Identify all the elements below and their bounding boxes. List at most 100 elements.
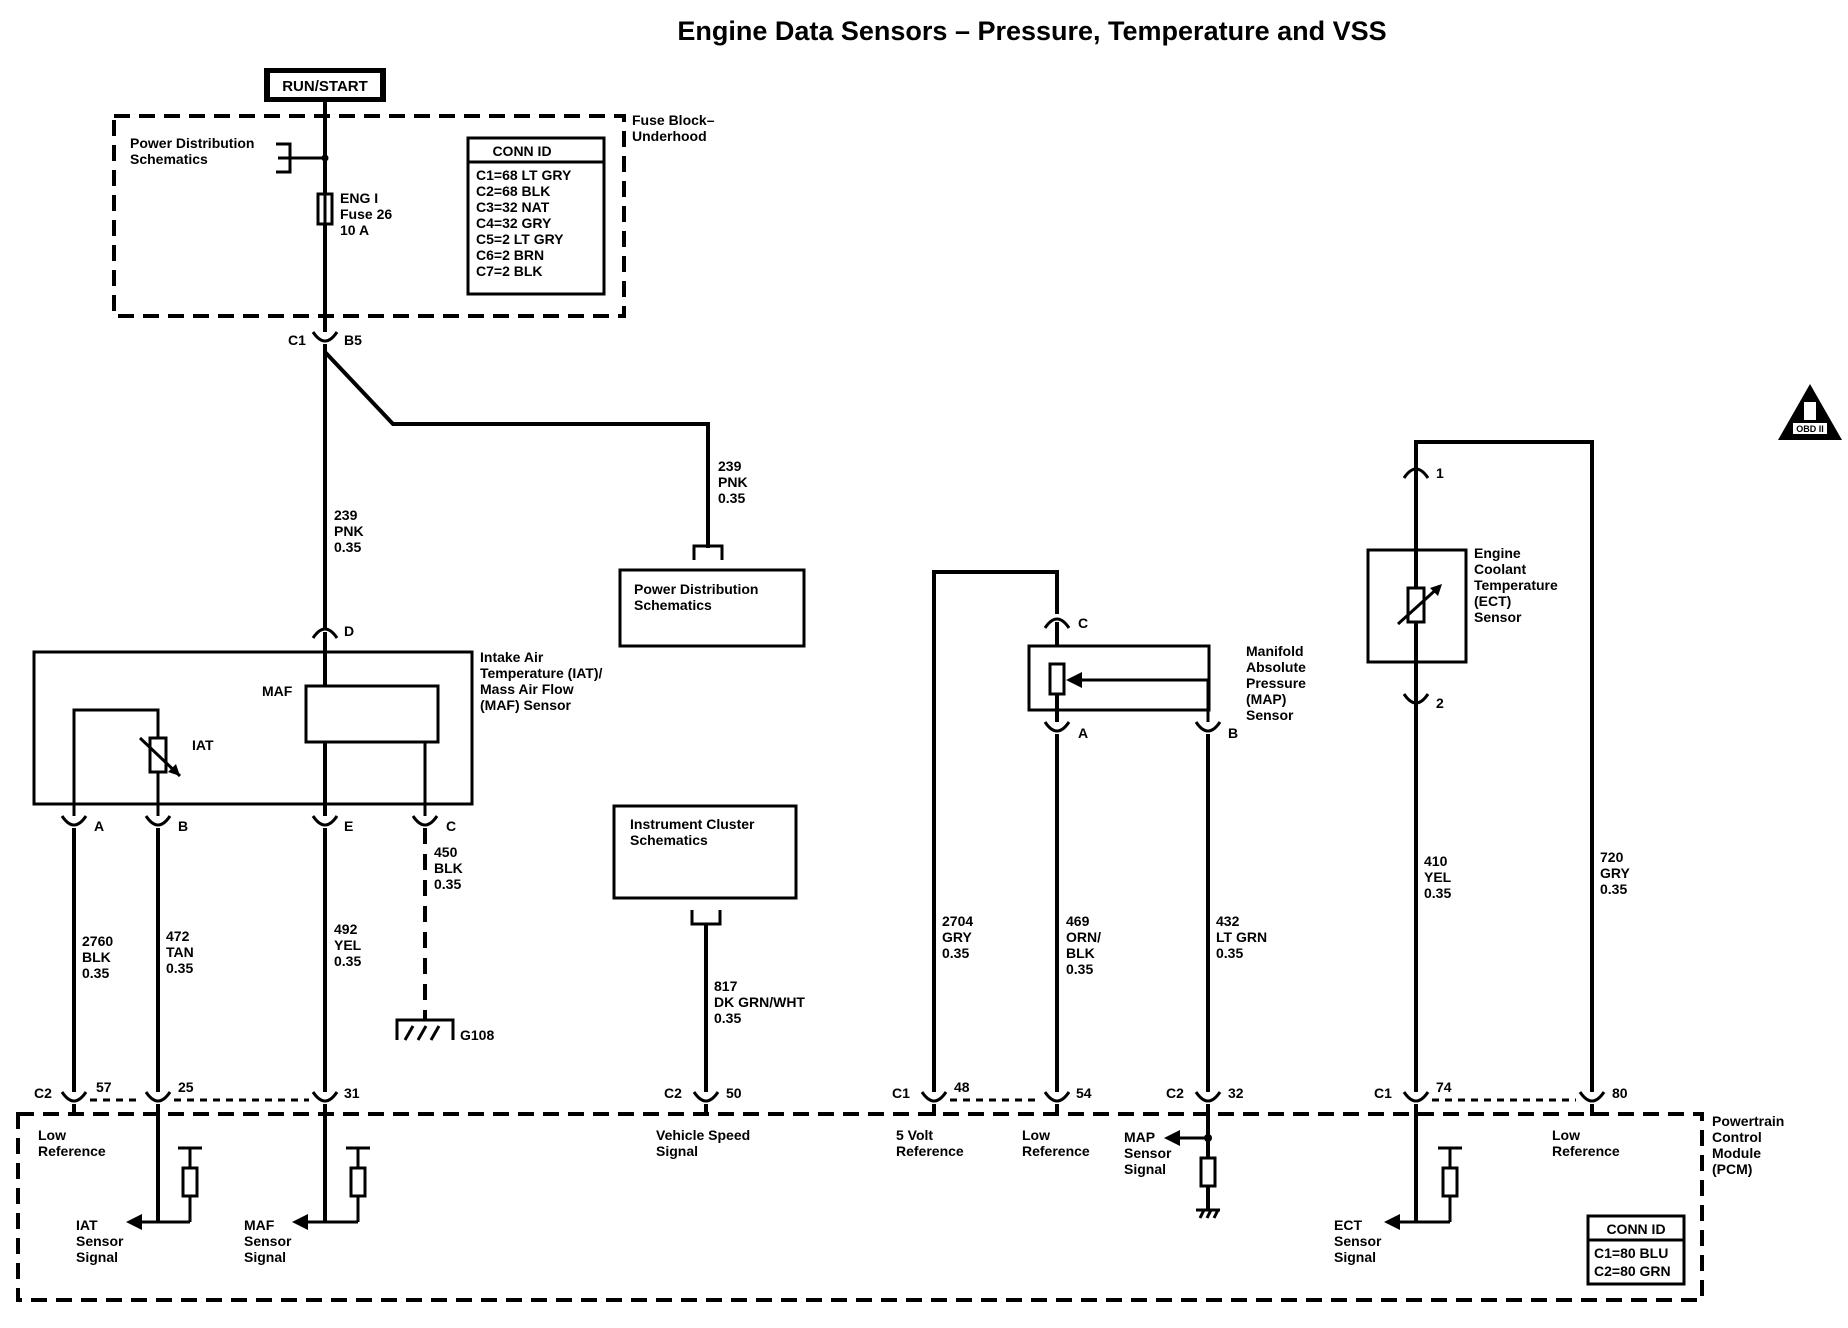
wire-817-label: 817 DK GRN/WHT 0.35 — [714, 978, 805, 1026]
svg-text:5 Volt: 5 Volt — [896, 1127, 933, 1143]
power-distribution-box: Power Distribution Schematics — [618, 568, 806, 648]
svg-text:B: B — [1228, 725, 1238, 741]
svg-text:0.35: 0.35 — [1216, 945, 1243, 961]
svg-text:PNK: PNK — [718, 474, 748, 490]
svg-text:2: 2 — [1436, 695, 1444, 711]
svg-text:BLK: BLK — [1066, 945, 1095, 961]
svg-text:80: 80 — [1612, 1085, 1628, 1101]
iat-maf-bottom-connectors: A B E C — [60, 815, 456, 834]
svg-text:Low: Low — [38, 1127, 66, 1143]
svg-text:Manifold: Manifold — [1246, 643, 1304, 659]
svg-text:E: E — [344, 818, 353, 834]
svg-text:Sensor: Sensor — [1334, 1233, 1382, 1249]
svg-text:Control: Control — [1712, 1129, 1762, 1145]
svg-text:74: 74 — [1436, 1079, 1452, 1095]
pcm-connectors: C2 57 25 31 C2 50 C1 48 54 C2 32 C1 74 8… — [34, 1079, 1628, 1103]
maf-label: MAF — [262, 683, 293, 699]
ground-g108-icon: G108 — [395, 1018, 494, 1043]
svg-text:472: 472 — [166, 928, 190, 944]
fuse-label: ENG I Fuse 26 10 A — [340, 190, 392, 238]
svg-text:CONN ID: CONN ID — [492, 143, 551, 159]
pcm-maf-signal: MAF Sensor Signal — [244, 1217, 292, 1265]
svg-text:0.35: 0.35 — [1600, 881, 1627, 897]
ect-sensor-label: Engine Coolant Temperature (ECT) Sensor — [1474, 545, 1558, 625]
svg-text:C6=2 BRN: C6=2 BRN — [476, 247, 544, 263]
svg-text:Signal: Signal — [1334, 1249, 1376, 1265]
svg-text:Signal: Signal — [1124, 1161, 1166, 1177]
svg-text:OBD II: OBD II — [1796, 424, 1824, 434]
pcm-label: Powertrain Control Module (PCM) — [1712, 1113, 1784, 1177]
ect-pin-1-connector: 1 — [1402, 465, 1444, 481]
svg-text:Powertrain: Powertrain — [1712, 1113, 1784, 1129]
map-pin-c: C — [1078, 615, 1088, 631]
svg-text:0.35: 0.35 — [942, 945, 969, 961]
map-sensor-box — [1027, 644, 1211, 712]
svg-text:CONN ID: CONN ID — [1606, 1221, 1665, 1237]
svg-text:C2=68 BLK: C2=68 BLK — [476, 183, 550, 199]
instrument-cluster-box: Instrument Cluster Schematics — [612, 804, 798, 900]
svg-text:DK GRN/WHT: DK GRN/WHT — [714, 994, 805, 1010]
ect-pin-2-connector: 2 — [1402, 693, 1444, 711]
svg-text:C1=80 BLU: C1=80 BLU — [1594, 1245, 1668, 1261]
pcm-5-volt-reference: 5 Volt Reference — [896, 1127, 964, 1159]
svg-text:C1=68 LT GRY: C1=68 LT GRY — [476, 167, 572, 183]
map-sensor-label: Manifold Absolute Pressure (MAP) Sensor — [1246, 643, 1306, 723]
svg-text:48: 48 — [954, 1079, 970, 1095]
svg-text:RUN/START: RUN/START — [282, 78, 368, 95]
svg-text:1: 1 — [1436, 465, 1444, 481]
svg-text:C: C — [446, 818, 456, 834]
pcm-vehicle-speed-signal: Vehicle Speed Signal — [656, 1127, 750, 1159]
svg-text:Sensor: Sensor — [244, 1233, 292, 1249]
svg-text:Vehicle Speed: Vehicle Speed — [656, 1127, 750, 1143]
svg-text:450: 450 — [434, 844, 458, 860]
svg-text:Sensor: Sensor — [1124, 1145, 1172, 1161]
svg-text:GRY: GRY — [942, 929, 972, 945]
pcm-map-signal: MAP Sensor Signal — [1124, 1129, 1172, 1177]
svg-text:Reference: Reference — [896, 1143, 964, 1159]
svg-text:0.35: 0.35 — [166, 960, 193, 976]
svg-text:B: B — [178, 818, 188, 834]
wire-410-label: 410 YEL 0.35 — [1424, 853, 1452, 901]
svg-text:Schematics: Schematics — [130, 151, 208, 167]
svg-text:(MAF) Sensor: (MAF) Sensor — [480, 697, 572, 713]
svg-text:Low: Low — [1022, 1127, 1050, 1143]
svg-text:YEL: YEL — [1424, 869, 1452, 885]
svg-text:Power Distribution: Power Distribution — [130, 135, 254, 151]
iat-maf-sensor-label: Intake Air Temperature (IAT)/ Mass Air F… — [480, 649, 602, 713]
pcm-ect-circuit — [1384, 1104, 1462, 1230]
svg-text:0.35: 0.35 — [334, 539, 361, 555]
svg-text:C2=80 GRN: C2=80 GRN — [1594, 1263, 1671, 1279]
svg-text:GRY: GRY — [1600, 865, 1630, 881]
svg-text:Engine: Engine — [1474, 545, 1521, 561]
wire-472-label: 472 TAN 0.35 — [166, 928, 194, 976]
svg-text:(MAP): (MAP) — [1246, 691, 1286, 707]
svg-text:Low: Low — [1552, 1127, 1580, 1143]
svg-text:0.35: 0.35 — [1066, 961, 1093, 977]
svg-text:Coolant: Coolant — [1474, 561, 1526, 577]
svg-text:MAP: MAP — [1124, 1129, 1155, 1145]
fuse-connector-c1-b5: C1 B5 — [288, 331, 362, 630]
iat-label: IAT — [192, 737, 214, 753]
wire-492-label: 492 YEL 0.35 — [334, 921, 362, 969]
svg-text:Sensor: Sensor — [1474, 609, 1522, 625]
svg-text:0.35: 0.35 — [1424, 885, 1451, 901]
svg-text:Schematics: Schematics — [630, 832, 708, 848]
svg-text:LT GRN: LT GRN — [1216, 929, 1267, 945]
svg-text:432: 432 — [1216, 913, 1240, 929]
svg-text:54: 54 — [1076, 1085, 1092, 1101]
svg-text:MAF: MAF — [244, 1217, 275, 1233]
svg-text:2760: 2760 — [82, 933, 113, 949]
wire-469-label: 469 ORN/ BLK 0.35 — [1066, 913, 1101, 977]
svg-text:C2: C2 — [34, 1085, 52, 1101]
power-distribution-ref-top: Power Distribution Schematics — [130, 135, 254, 167]
svg-text:Reference: Reference — [1552, 1143, 1620, 1159]
svg-text:Intake Air: Intake Air — [480, 649, 544, 665]
fuse-conn-id-table: CONN ID C1=68 LT GRY C2=68 BLK C3=32 NAT… — [466, 136, 606, 296]
svg-text:239: 239 — [334, 507, 358, 523]
obd-ii-icon: OBD II — [1778, 384, 1842, 440]
svg-text:Power Distribution: Power Distribution — [634, 581, 758, 597]
pcm-low-reference-1: Low Reference — [38, 1127, 106, 1159]
svg-text:C4=32 GRY: C4=32 GRY — [476, 215, 552, 231]
svg-text:C1: C1 — [288, 332, 306, 348]
